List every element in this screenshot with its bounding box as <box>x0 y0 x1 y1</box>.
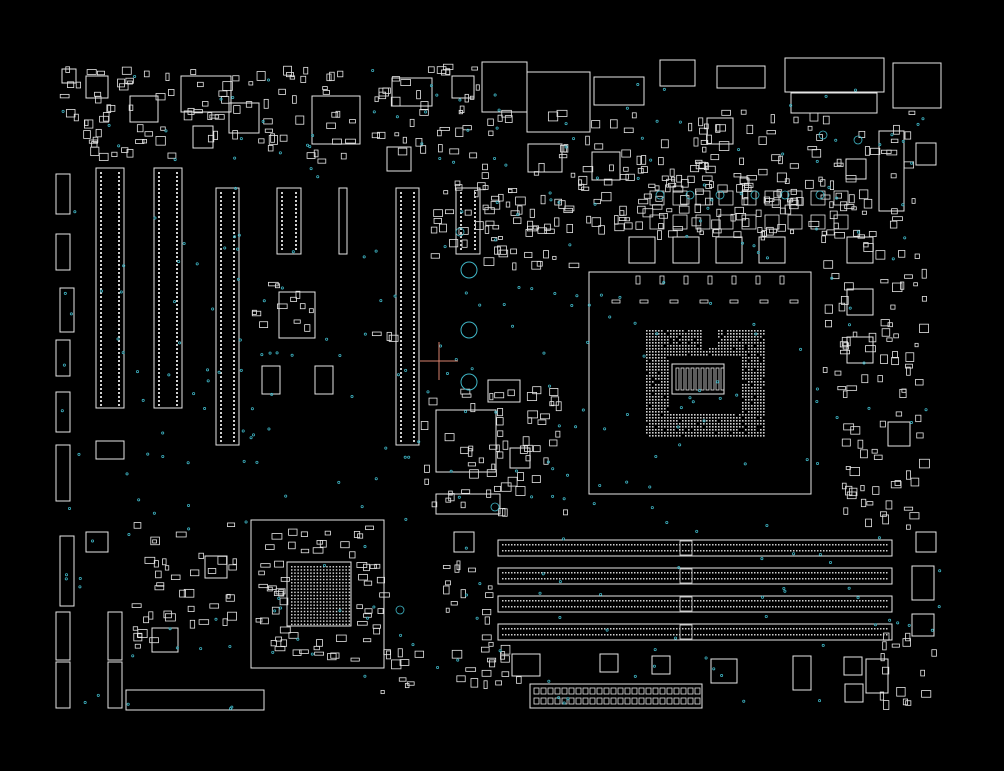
atx-power-connector <box>529 683 703 709</box>
dimm-slot-1 <box>497 539 893 557</box>
pcie-slot-3 <box>215 187 240 446</box>
left-edge-headers <box>55 173 125 709</box>
pcie-slot-4 <box>395 187 420 446</box>
via-layer <box>60 69 942 711</box>
dimm-slot-4 <box>497 623 893 641</box>
chipset-outline <box>250 519 385 669</box>
bottom-left-connectors <box>85 531 475 711</box>
rear-io-ports <box>481 57 942 212</box>
dimm-slot-3 <box>497 595 893 613</box>
cpu-socket <box>588 271 812 495</box>
right-edge-components <box>511 421 937 703</box>
mounting-hole <box>460 321 478 339</box>
chipset-area <box>151 519 385 669</box>
pcie-slot-2 <box>153 167 183 409</box>
cursor-crosshair <box>420 342 458 380</box>
dimm-slot-2 <box>497 567 893 585</box>
chipset <box>286 561 352 627</box>
pcie-slots <box>95 167 481 446</box>
middle-components <box>261 291 531 515</box>
mounting-holes <box>460 261 478 391</box>
pcie-slot-1 <box>95 167 125 409</box>
mounting-hole <box>460 373 478 391</box>
mounting-hole <box>460 261 478 279</box>
pin-grid-layer <box>100 172 888 636</box>
dimm-slots <box>497 539 893 641</box>
component-detail-layer <box>59 63 937 710</box>
